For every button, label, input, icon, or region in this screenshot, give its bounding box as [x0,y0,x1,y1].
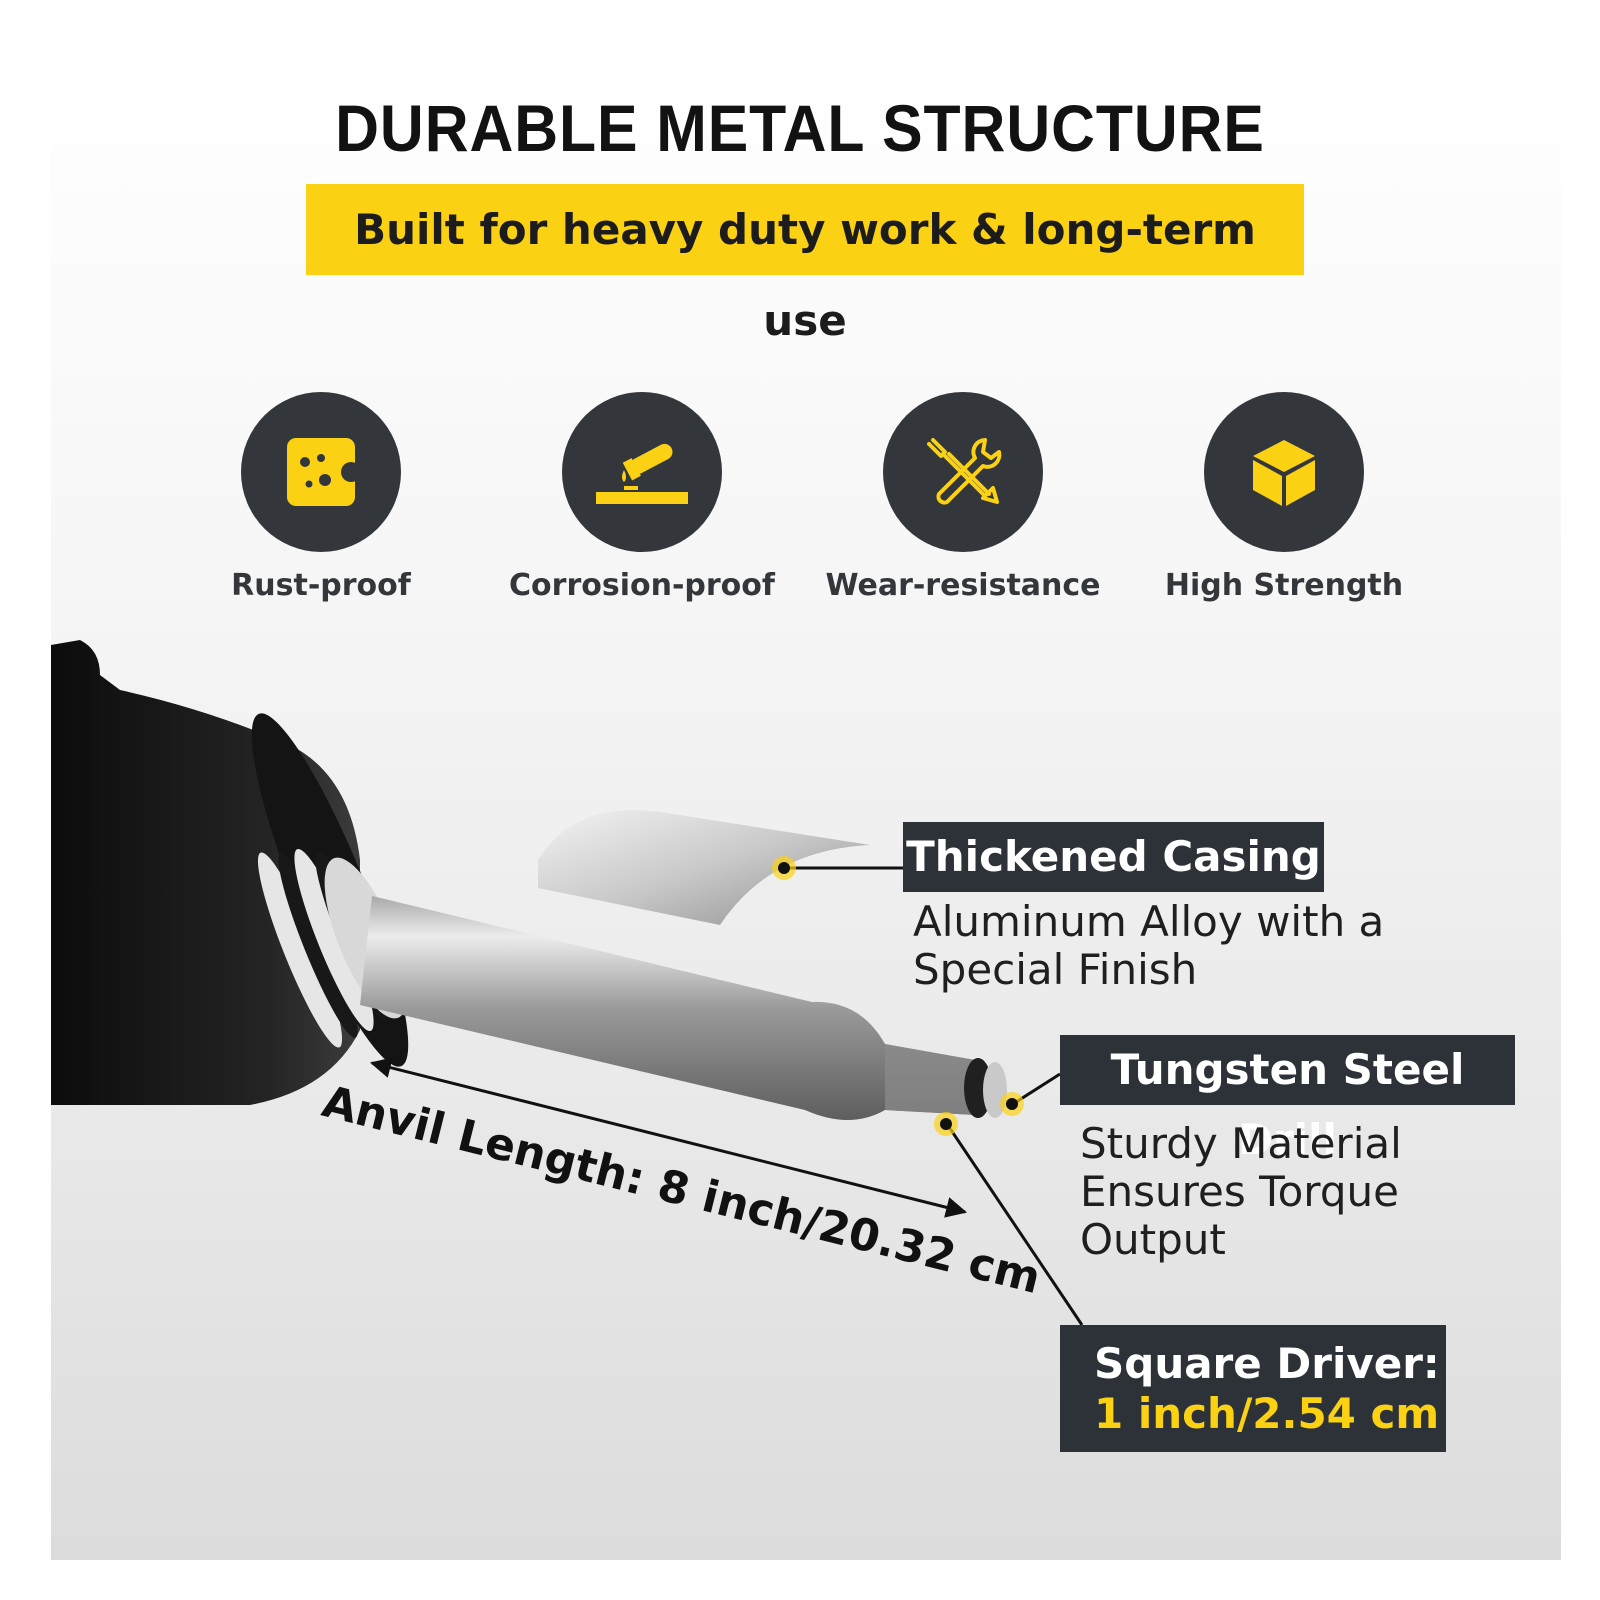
wrench-body [51,640,409,1105]
description-line: Output [1080,1215,1226,1264]
subtitle-text: Built for heavy duty work & long-term us… [354,205,1256,345]
high-strength-icon [1204,392,1364,552]
wear-resistance-icon [883,392,1043,552]
feature-rust-proof: Rust-proof [161,392,481,603]
page-title: DURABLE METAL STRUCTURE [335,91,1265,165]
feature-corrosion-proof: Corrosion-proof [482,392,802,603]
tungsten-steel-drill-title: Tungsten Steel Drill [1110,1045,1465,1164]
description-line: Sturdy Material [1080,1119,1402,1168]
feature-high-strength: High Strength [1124,392,1444,603]
description-line: Special Finish [913,945,1198,994]
description-line: Aluminum Alloy with a [913,897,1385,946]
tungsten-steel-drill-tag: Tungsten Steel Drill [1060,1035,1515,1164]
square-driver-value: 1 inch/2.54 cm [1094,1389,1440,1438]
feature-label: High Strength [1164,568,1404,603]
feature-label: Corrosion-proof [509,568,775,603]
feature-wear-resistance: Wear-resistance [803,392,1123,603]
anvil-length-arrow [369,1057,968,1218]
thickened-casing-tag: Thickened Casing [903,822,1324,892]
corrosion-proof-icon [562,392,722,552]
feature-label: Wear-resistance [825,568,1101,603]
thickened-casing-title: Thickened Casing [906,832,1321,881]
feature-label: Rust-proof [231,568,411,603]
subtitle-banner: Built for heavy duty work & long-term us… [306,184,1304,345]
square-driver-tag: Square Driver: 1 inch/2.54 cm [1060,1325,1446,1452]
description-line: Ensures Torque [1080,1167,1399,1216]
rust-proof-icon [241,392,401,552]
casing-sample [538,810,870,925]
thickened-casing-description: Aluminum Alloy with a Special Finish [913,898,1384,994]
square-driver-title: Square Driver: [1094,1339,1440,1388]
tungsten-steel-drill-description: Sturdy Material Ensures Torque Output [1080,1120,1402,1264]
anvil-shaft [360,896,1007,1120]
